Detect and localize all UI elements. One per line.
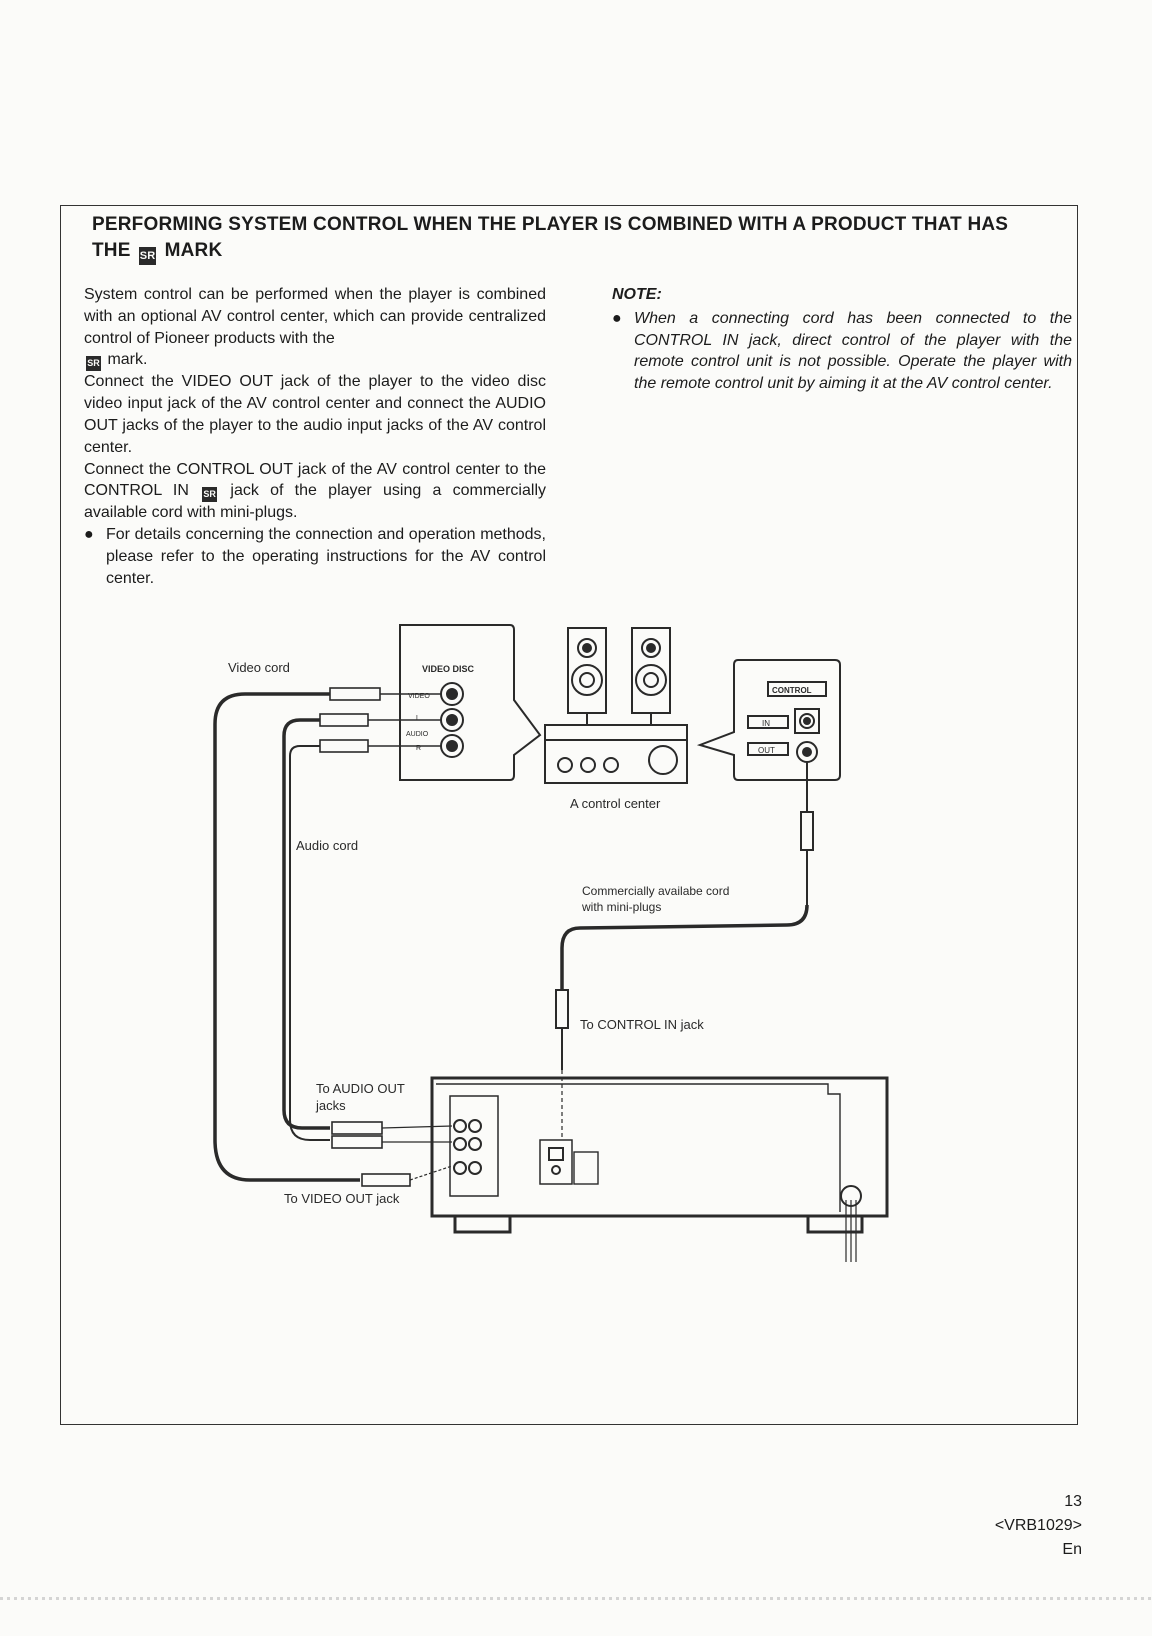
control-center-label: A control center: [570, 796, 661, 811]
player-unit: [430, 1076, 889, 1218]
commercial-cord: [560, 904, 809, 990]
sr-mark-icon: SR: [202, 487, 218, 503]
paragraph-3-tail: jack of the player using a commercially …: [84, 482, 546, 522]
to-control-in-label: To CONTROL IN jack: [580, 1017, 704, 1032]
audio-l-label: L: [416, 715, 420, 722]
page-number: 13: [1064, 1493, 1082, 1510]
audio-cord: [282, 718, 330, 1130]
video-jack-label: VIDEO: [408, 693, 430, 700]
paragraph-1: System control can be performed when the…: [84, 284, 546, 372]
to-audio-out-label-1: To AUDIO OUT: [316, 1081, 405, 1096]
video-cord: [213, 692, 360, 1182]
note-label: NOTE:: [612, 286, 662, 303]
video-disc-panel: [399, 624, 542, 781]
note-block: NOTE: ● When a connecting cord has been …: [612, 284, 1072, 395]
language-code: En: [1062, 1541, 1082, 1558]
paragraph-3: Connect the CONTROL OUT jack of the AV c…: [84, 459, 546, 525]
control-label: CONTROL: [772, 686, 812, 695]
details-bullet: ● For details concerning the connection …: [84, 524, 546, 589]
page-footer: 13 <VRB1029> En: [995, 1490, 1082, 1562]
note-text: When a connecting cord has been connecte…: [634, 309, 1072, 393]
to-audio-out-label-2: jacks: [315, 1098, 346, 1113]
control-in-jack-panel: [539, 1139, 573, 1185]
paragraph-1-tail: mark.: [107, 351, 148, 369]
bullet-icon: ●: [84, 526, 94, 544]
sr-mark-icon: SR: [139, 247, 157, 265]
body-text: System control can be performed when the…: [84, 284, 546, 590]
paragraph-2: Connect the VIDEO OUT jack of the player…: [84, 373, 546, 456]
commercial-cord-label-2: with mini-plugs: [581, 900, 661, 914]
bullet-icon: ●: [612, 309, 622, 327]
sr-mark-icon: SR: [86, 356, 101, 372]
note-bullet: ● When a connecting cord has been connec…: [612, 308, 1072, 395]
to-video-out-label: To VIDEO OUT jack: [284, 1191, 400, 1206]
video-cord-label: Video cord: [228, 660, 290, 675]
audio-r-label: R: [416, 745, 421, 752]
heading-mark: MARK: [164, 240, 223, 261]
paragraph-1-text: System control can be performed when the…: [84, 286, 546, 347]
audio-jack-label: AUDIO: [406, 731, 429, 738]
heading-line-2: THE SR MARK: [92, 238, 1082, 265]
heading-the: THE: [92, 240, 131, 261]
control-center-unit: [544, 724, 688, 784]
heading-line-1: PERFORMING SYSTEM CONTROL WHEN THE PLAYE…: [92, 214, 1009, 235]
commercial-cord-label-1: Commercially availabe cord: [582, 884, 729, 898]
audio-cord-label: Audio cord: [296, 838, 358, 853]
video-disc-label: VIDEO DISC: [422, 664, 475, 674]
details-bullet-text: For details concerning the connection an…: [106, 526, 546, 587]
right-speaker: [631, 627, 671, 714]
left-speaker: [567, 627, 607, 714]
document-code: <VRB1029>: [994, 1517, 1082, 1534]
out-label: OUT: [758, 746, 775, 755]
scan-edge-noise: [0, 1597, 1152, 1600]
content-frame: [60, 205, 1078, 1425]
section-heading: PERFORMING SYSTEM CONTROL WHEN THE PLAYE…: [92, 212, 1082, 265]
control-panel: [696, 659, 841, 781]
in-label: IN: [762, 719, 770, 728]
paragraph-3-text: Connect the CONTROL OUT jack of the AV c…: [84, 460, 546, 500]
